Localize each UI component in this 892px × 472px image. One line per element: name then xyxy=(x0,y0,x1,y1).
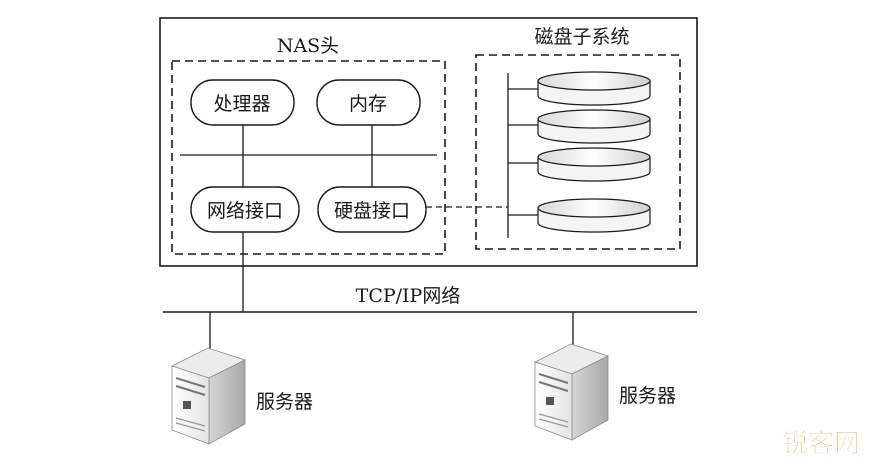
disk-1 xyxy=(537,71,651,106)
disk-subsystem-title: 磁盘子系统 xyxy=(534,26,629,48)
disk-4 xyxy=(537,198,651,233)
server-1-icon xyxy=(170,347,247,445)
network-interface-label: 网络接口 xyxy=(207,200,283,222)
disk-3 xyxy=(537,147,651,182)
processor-node: 处理器 xyxy=(190,79,295,126)
disk-interface-node: 硬盘接口 xyxy=(317,186,427,233)
nas-head-box xyxy=(171,60,446,255)
network-interface-node: 网络接口 xyxy=(190,186,300,233)
server-2-label: 服务器 xyxy=(619,385,676,407)
disk-interface-label: 硬盘接口 xyxy=(334,200,410,222)
disk-2 xyxy=(537,109,651,144)
memory-label: 内存 xyxy=(349,93,387,115)
memory-node: 内存 xyxy=(316,79,421,126)
processor-label: 处理器 xyxy=(213,93,270,115)
nas-outer-box xyxy=(159,17,698,267)
tcpip-network-label: TCP/IP网络 xyxy=(356,285,461,307)
server-1-label: 服务器 xyxy=(256,391,313,413)
server-2-icon xyxy=(533,343,610,441)
nas-head-title: NAS头 xyxy=(277,35,339,57)
watermark-text: 锐客网 xyxy=(782,428,860,459)
disk-subsystem-box xyxy=(475,54,681,250)
